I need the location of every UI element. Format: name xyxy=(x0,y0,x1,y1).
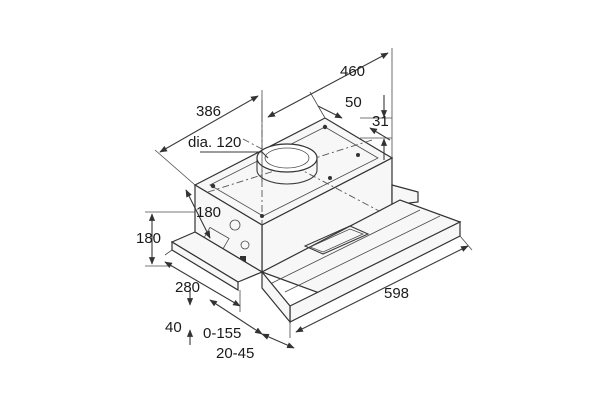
label-50: 50 xyxy=(345,94,362,111)
label-598: 598 xyxy=(384,285,410,302)
label-dia-120: dia. 120 xyxy=(188,134,242,151)
duct-collar xyxy=(256,143,318,185)
dimension-31 xyxy=(360,95,392,160)
dimension-0-155 xyxy=(209,299,263,335)
label-0-155: 0-155 xyxy=(203,325,242,342)
label-460: 460 xyxy=(340,63,366,80)
label-20-45: 20-45 xyxy=(216,345,255,362)
dimension-20-45 xyxy=(261,333,295,349)
label-31: 31 xyxy=(372,113,389,130)
label-180-inner: 180 xyxy=(196,204,222,221)
label-40: 40 xyxy=(165,319,182,336)
label-386: 386 xyxy=(196,103,222,120)
dimension-180-inner xyxy=(185,189,211,239)
dimension-dia-120 xyxy=(200,151,269,159)
dimension-386 xyxy=(154,90,263,186)
label-180-left: 180 xyxy=(136,230,162,247)
label-280: 280 xyxy=(175,279,201,296)
